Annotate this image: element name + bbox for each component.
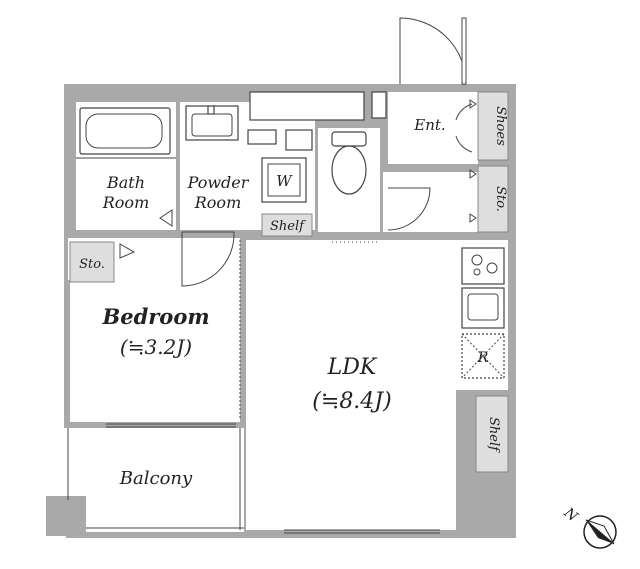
storage-left-box [69, 241, 115, 283]
bathtub-inner [85, 113, 163, 149]
right-shelf-box [475, 395, 509, 473]
powder-door[interactable] [181, 231, 235, 287]
toilet-door[interactable] [387, 187, 431, 231]
entrance-door[interactable] [399, 17, 467, 85]
toilet-bowl [331, 145, 367, 195]
entrance-door-leaf [461, 17, 467, 85]
hall-area [383, 172, 478, 232]
fridge-box [461, 333, 505, 379]
powder-cabinet-a [247, 129, 277, 145]
bathtub [79, 107, 171, 155]
washer-inner [267, 163, 301, 197]
powder-room-label-2: Room [194, 193, 241, 212]
storage-left-label: Sto. [79, 257, 105, 272]
bath-room-label-2: Room [102, 193, 149, 212]
small-shelf-label: Shelf [270, 219, 306, 234]
storage-right-label: Sto. [493, 186, 508, 212]
entrance-area [388, 92, 478, 164]
shoes-label: Shoes [493, 106, 508, 146]
ldk-column [456, 474, 516, 536]
burner-b [486, 262, 498, 274]
entrance-label: Ent. [413, 116, 445, 134]
burner-a [471, 254, 483, 266]
top-cabinet [249, 91, 365, 121]
stove [461, 247, 505, 285]
ldk-size: (≒8.4J) [312, 389, 391, 414]
ldk-area [246, 240, 456, 530]
compass-needle-light [585, 519, 615, 545]
compass-label: N [560, 504, 581, 525]
washer-box [261, 157, 307, 203]
compass: N [560, 504, 617, 549]
shoes-cabinet [477, 91, 509, 161]
burner-c [473, 268, 481, 276]
bath-room-label-1: Bath [106, 173, 145, 192]
balcony-column [46, 496, 86, 536]
bedroom-size: (≒3.2J) [120, 335, 192, 359]
entrance-cabinet [371, 91, 387, 119]
washer-label: W [276, 172, 293, 190]
storage-right-box [477, 165, 509, 233]
ldk-name: LDK [327, 355, 378, 380]
powder-room-label-1: Powder [187, 173, 250, 192]
kitchen-sink-bowl [467, 293, 499, 321]
fridge-label: R [477, 350, 489, 366]
small-shelf-box [261, 213, 313, 237]
balcony-label: Balcony [119, 468, 193, 489]
balcony-area [64, 428, 244, 532]
toilet-tank [331, 131, 367, 147]
right-shelf-label: Shelf [486, 417, 501, 453]
powder-cabinet-b [285, 129, 313, 151]
bedroom-name: Bedroom [101, 304, 209, 329]
